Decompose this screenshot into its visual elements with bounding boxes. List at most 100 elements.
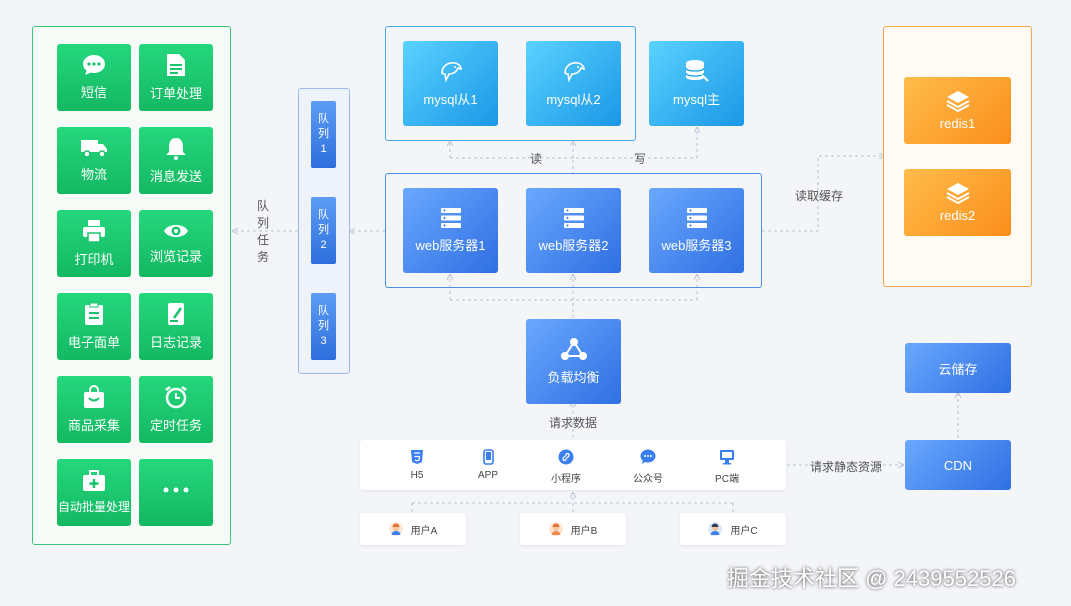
chat-bubble-icon (640, 449, 656, 464)
service-tile-sms[interactable]: 短信 (57, 44, 131, 111)
mysql-label: mysql从2 (546, 92, 601, 107)
service-label: 日志记录 (149, 335, 202, 350)
service-tile-waybill[interactable]: 电子面单 (57, 293, 131, 360)
user-c[interactable]: 用户C (680, 513, 786, 545)
service-label: 电子面单 (67, 335, 120, 350)
mysql-slave-1[interactable]: mysql从1 (403, 41, 498, 126)
web-server-label: web服务器1 (415, 238, 486, 253)
client-app[interactable]: APP (458, 449, 518, 481)
ellipsis-icon (163, 487, 189, 492)
client-label: PC端 (715, 474, 739, 485)
write-label: 写 (634, 152, 647, 166)
service-tile-log[interactable]: 日志记录 (139, 293, 213, 360)
cloud-storage-box[interactable]: 云储存 (905, 343, 1011, 393)
eye-icon (164, 225, 188, 237)
service-label: 物流 (80, 167, 107, 182)
request-data-label: 请求数据 (549, 416, 598, 430)
client-label: H5 (410, 470, 424, 481)
miniprogram-icon (558, 449, 574, 465)
truck-icon (81, 140, 107, 158)
service-tile-more[interactable] (139, 459, 213, 526)
service-label: 订单处理 (149, 86, 202, 101)
service-label: 浏览记录 (149, 249, 202, 264)
queue-text: 队列 (318, 209, 329, 236)
queue-panel: 队列 1 队列 2 队列 3 (298, 88, 350, 374)
database-icon (684, 60, 709, 82)
bag-icon (84, 385, 104, 408)
server-icon (440, 208, 461, 228)
web-server-2[interactable]: web服务器2 (526, 188, 621, 273)
server-icon (686, 208, 707, 228)
web-server-3[interactable]: web服务器3 (649, 188, 744, 273)
redis-1[interactable]: redis1 (904, 77, 1011, 144)
load-balancer-label: 负载均衡 (547, 370, 600, 385)
service-label: 自动批量处理 (57, 500, 130, 514)
client-h5[interactable]: H5 (387, 449, 447, 481)
redis-label: redis2 (939, 208, 976, 223)
user-b[interactable]: 用户B (520, 513, 626, 545)
service-tile-order[interactable]: 订单处理 (139, 44, 213, 111)
service-tile-message[interactable]: 消息发送 (139, 127, 213, 194)
queue-3[interactable]: 队列 3 (311, 293, 336, 360)
user-label: 用户B (570, 525, 598, 537)
web-server-label: web服务器3 (661, 238, 732, 253)
share-icon (560, 338, 587, 360)
user-label: 用户A (410, 525, 438, 537)
web-server-group (385, 173, 762, 288)
static-request-label: 请求静态资源 (810, 460, 883, 474)
service-tile-browse[interactable]: 浏览记录 (139, 210, 213, 277)
service-label: 定时任务 (149, 418, 202, 433)
service-tile-batch[interactable]: 自动批量处理 (57, 459, 131, 526)
client-pc[interactable]: PC端 (697, 449, 757, 485)
service-tile-schedule[interactable]: 定时任务 (139, 376, 213, 443)
client-label: APP (477, 470, 498, 481)
avatar-icon (388, 522, 403, 536)
service-tile-printer[interactable]: 打印机 (57, 210, 131, 277)
document-icon (167, 54, 185, 76)
mysql-label: mysql主 (673, 92, 720, 107)
service-label: 打印机 (74, 252, 114, 267)
redis-group: redis1 redis2 (883, 26, 1032, 287)
printer-icon (83, 220, 105, 243)
redis-2[interactable]: redis2 (904, 169, 1011, 236)
web-server-1[interactable]: web服务器1 (403, 188, 498, 273)
user-a[interactable]: 用户A (360, 513, 466, 545)
client-official-account[interactable]: 公众号 (618, 449, 678, 485)
client-label: 小程序 (551, 474, 581, 485)
queue-1[interactable]: 队列 1 (311, 101, 336, 168)
service-tile-logistics[interactable]: 物流 (57, 127, 131, 194)
monitor-icon (720, 450, 734, 465)
load-balancer[interactable]: 负载均衡 (526, 319, 621, 404)
mysql-label: mysql从1 (423, 92, 478, 107)
queue-2[interactable]: 队列 2 (311, 197, 336, 264)
mysql-dolphin-icon (563, 62, 585, 83)
watermark: 掘金技术社区 @ 2439552526 (727, 566, 1016, 591)
queue-number: 2 (320, 239, 327, 251)
log-icon (168, 303, 184, 325)
alarm-icon (165, 386, 187, 409)
server-icon (563, 208, 584, 228)
services-panel: 短信 订单处理 物流 消息发送 打印机 浏览记录 电子面单 日志记录 商品采集 … (32, 26, 231, 545)
layers-icon (946, 183, 969, 204)
mysql-slave-2[interactable]: mysql从2 (526, 41, 621, 126)
mysql-dolphin-icon (440, 62, 462, 83)
queue-text: 队列 (318, 113, 329, 140)
avatar-icon (708, 522, 723, 536)
queue-number: 3 (320, 335, 327, 347)
service-label: 短信 (80, 85, 107, 100)
html5-icon (411, 450, 423, 464)
chat-icon (83, 55, 105, 75)
service-label: 消息发送 (149, 169, 202, 184)
medkit-icon (83, 470, 105, 491)
web-server-label: web服务器2 (538, 238, 609, 253)
mysql-slaves-group (385, 26, 636, 141)
cdn-label: CDN (943, 457, 973, 473)
cloud-storage-label: 云储存 (938, 361, 978, 377)
cdn-box[interactable]: CDN (905, 440, 1011, 490)
service-tile-collect[interactable]: 商品采集 (57, 376, 131, 443)
client-miniprogram[interactable]: 小程序 (536, 449, 596, 485)
mysql-master[interactable]: mysql主 (649, 41, 744, 126)
service-label: 商品采集 (67, 418, 120, 433)
queue-number: 1 (320, 143, 327, 155)
phone-icon (482, 449, 494, 465)
